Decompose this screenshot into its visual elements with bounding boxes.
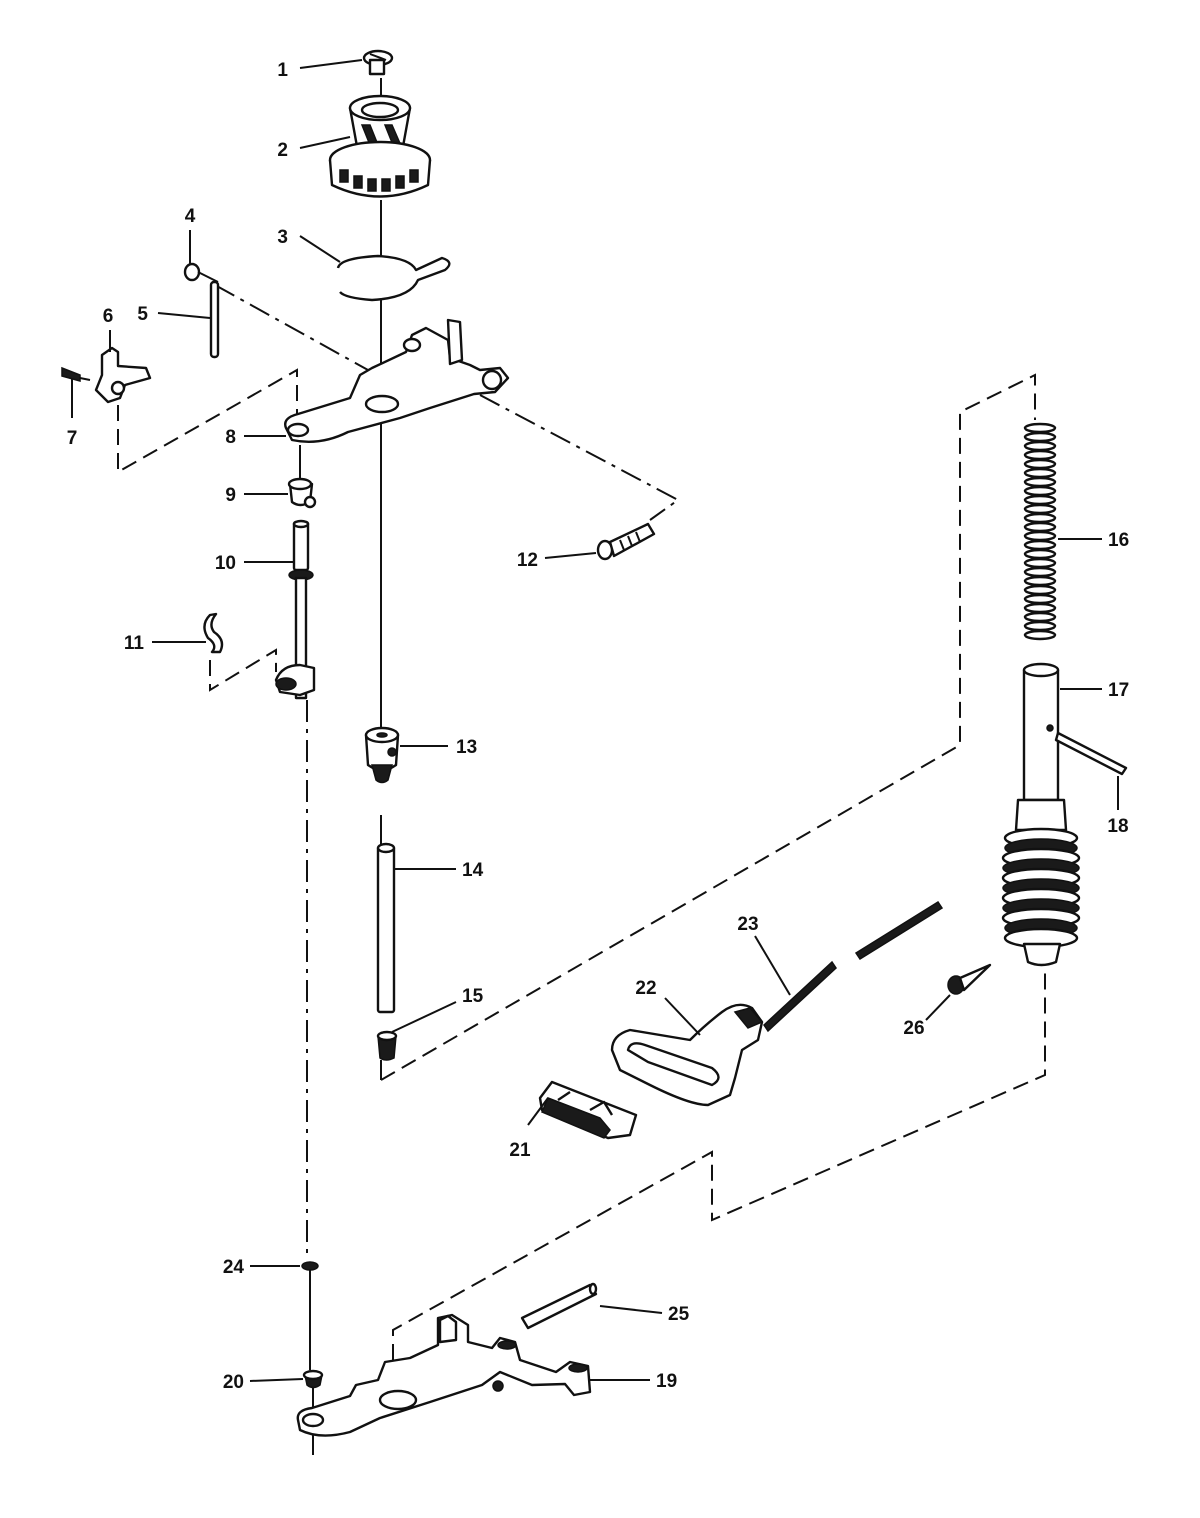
part-10-shaft <box>274 519 316 700</box>
callout-17: 17 <box>1108 680 1129 701</box>
part-14-rod <box>376 842 396 1014</box>
callout-24: 24 <box>223 1257 245 1278</box>
part-4-screw <box>183 262 219 283</box>
callout-5: 5 <box>137 304 148 325</box>
part-2-gear-bearing <box>328 94 432 198</box>
part-20-bushing <box>302 1369 324 1389</box>
callout-23: 23 <box>737 914 758 935</box>
callout-labels: 1 2 3 4 5 6 7 8 9 10 11 12 13 14 15 16 1… <box>67 60 1129 1393</box>
callout-9: 9 <box>225 485 236 506</box>
callout-2: 2 <box>277 140 288 161</box>
callout-7: 7 <box>67 428 78 449</box>
callout-6: 6 <box>103 306 114 327</box>
leader-lines <box>71 59 1119 1382</box>
part-12-screw <box>596 522 656 561</box>
part-8-shift-plate <box>284 318 510 443</box>
part-22-handle <box>610 1003 764 1107</box>
part-19-lower-shift-plate <box>296 1313 592 1437</box>
callout-8: 8 <box>225 427 236 448</box>
callout-15: 15 <box>462 986 484 1007</box>
callout-16: 16 <box>1108 530 1129 551</box>
part-16-spring <box>1023 422 1057 641</box>
part-9-collar <box>287 477 317 509</box>
callout-25: 25 <box>668 1304 690 1325</box>
part-11-cotter-pin <box>203 612 224 654</box>
assembly-lines <box>117 78 1046 1455</box>
callout-14: 14 <box>462 860 484 881</box>
part-25-pin <box>520 1282 598 1330</box>
callout-1: 1 <box>277 60 288 81</box>
part-3-spring-clip <box>336 254 451 302</box>
callout-13: 13 <box>456 737 477 758</box>
callout-18: 18 <box>1107 816 1128 837</box>
part-23-spring <box>763 900 944 1033</box>
callout-22: 22 <box>635 978 656 999</box>
callout-21: 21 <box>509 1140 531 1161</box>
callout-11: 11 <box>124 633 145 654</box>
part-18-pin <box>1054 731 1128 776</box>
part-1-screw <box>362 49 394 76</box>
bellows <box>1001 827 1081 967</box>
callout-20: 20 <box>223 1372 244 1393</box>
callout-4: 4 <box>185 206 196 227</box>
part-13-coupler <box>364 726 400 784</box>
part-17-tube <box>1014 662 1068 832</box>
part-5-pin <box>209 280 220 359</box>
part-21-insert <box>538 1080 638 1140</box>
part-6-clip <box>94 346 152 404</box>
part-15-nut <box>376 1030 398 1061</box>
callout-19: 19 <box>656 1371 677 1392</box>
part-26-screw <box>947 963 992 995</box>
part-7-screw <box>61 366 91 382</box>
callout-3: 3 <box>277 227 288 248</box>
callout-12: 12 <box>517 550 538 571</box>
callout-10: 10 <box>215 553 236 574</box>
callout-26: 26 <box>903 1018 924 1039</box>
part-24-clip <box>301 1261 319 1271</box>
